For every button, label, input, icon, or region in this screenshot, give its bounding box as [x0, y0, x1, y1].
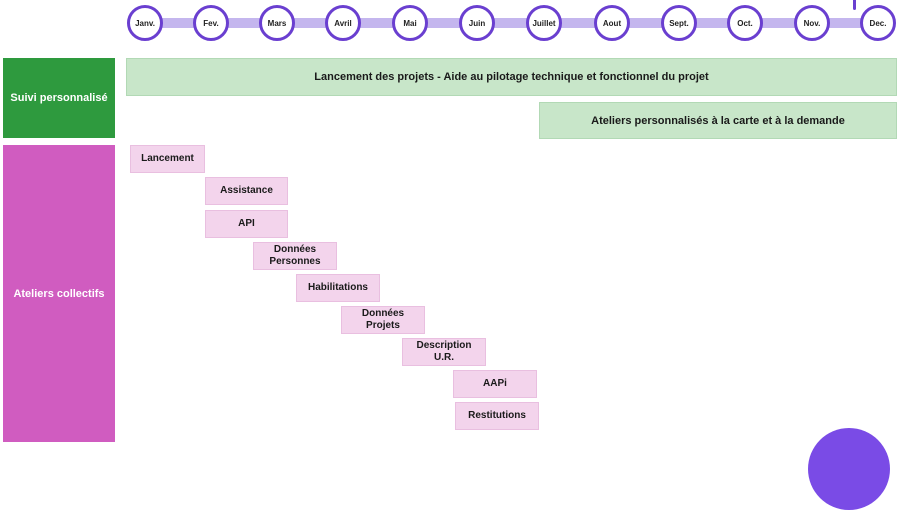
decorative-circle: [808, 428, 890, 510]
month-mars: Mars: [259, 5, 295, 41]
month-juillet: Juillet: [526, 5, 562, 41]
month-avril: Avril: [325, 5, 361, 41]
workshop-donnees-personnes: Données Personnes: [253, 242, 337, 270]
month-janv: Janv.: [127, 5, 163, 41]
workshop-donnees-projets: Données Projets: [341, 306, 425, 334]
month-mai: Mai: [392, 5, 428, 41]
month-nov: Nov.: [794, 5, 830, 41]
timeline-end-marker: [853, 0, 856, 10]
workshop-description-ur: Description U.R.: [402, 338, 486, 366]
month-sept: Sept.: [661, 5, 697, 41]
month-fev: Fev.: [193, 5, 229, 41]
month-dec: Dec.: [860, 5, 896, 41]
month-juin: Juin: [459, 5, 495, 41]
workshop-lancement: Lancement: [130, 145, 205, 173]
lane-ateliers-collectifs: Ateliers collectifs: [3, 145, 115, 442]
timeline-bar: [133, 18, 880, 28]
workshop-habilitations: Habilitations: [296, 274, 380, 302]
bar-lancement-des-projets: Lancement des projets - Aide au pilotage…: [126, 58, 897, 96]
workshop-restitutions: Restitutions: [455, 402, 539, 430]
month-oct: Oct.: [727, 5, 763, 41]
bar-ateliers-personnalises: Ateliers personnalisés à la carte et à l…: [539, 102, 897, 139]
workshop-assistance: Assistance: [205, 177, 288, 205]
workshop-aapi: AAPi: [453, 370, 537, 398]
lane-suivi-personnalise: Suivi personnalisé: [3, 58, 115, 138]
workshop-api: API: [205, 210, 288, 238]
month-aout: Aout: [594, 5, 630, 41]
